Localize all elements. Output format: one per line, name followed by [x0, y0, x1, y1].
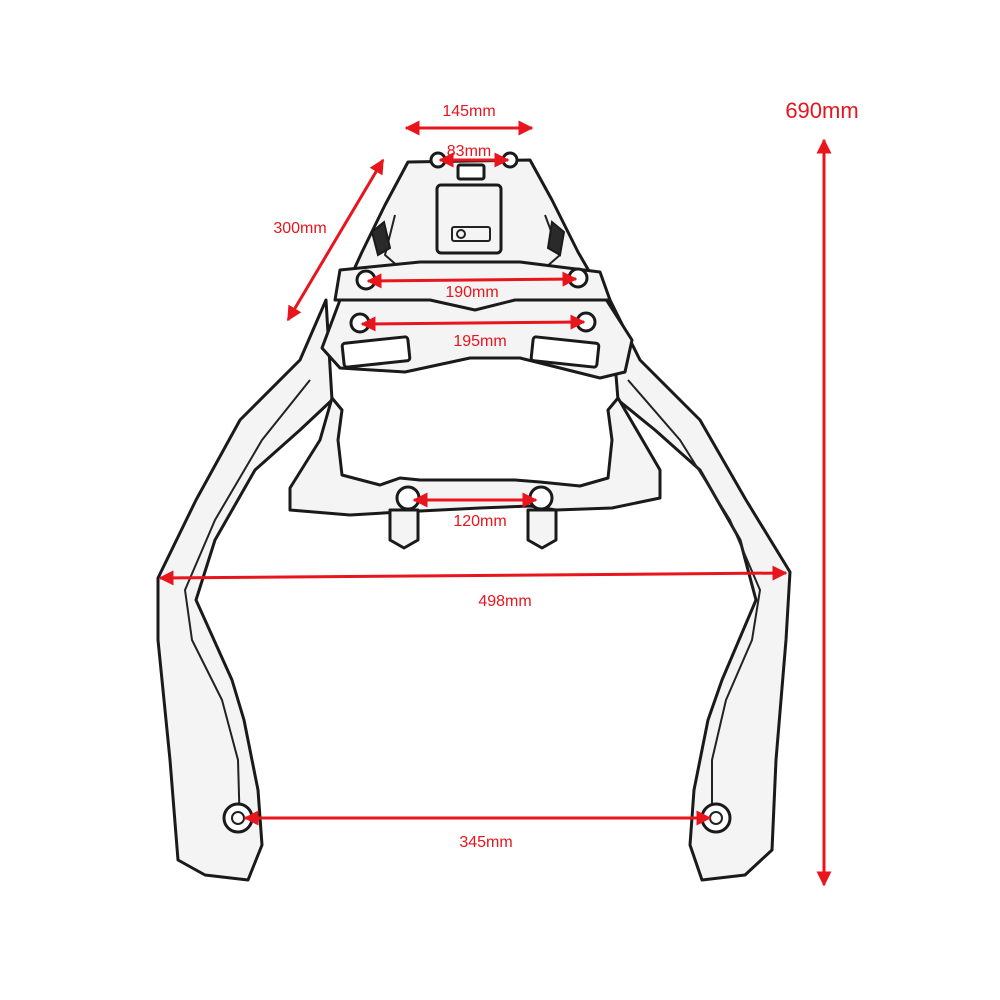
rack-top-slot-1 [456, 163, 486, 181]
rack-right-arm-inner-edge [627, 379, 761, 830]
rack-inner-loop [288, 396, 662, 517]
dimension-arrows [158, 120, 832, 887]
label-center-mount-spacing: 120mm [453, 513, 506, 530]
rack-left-arm [156, 298, 334, 882]
label-top-inner-width: 83mm [447, 143, 491, 160]
rack-center-tab-right [526, 508, 558, 550]
arrow-upper-mount-spacing [366, 271, 578, 289]
label-plate-length: 300mm [273, 220, 326, 237]
label-max-width: 498mm [478, 593, 531, 610]
rack-handle-slot-left [340, 335, 412, 369]
rack-handle-slot-right [529, 335, 601, 369]
rack-bolt-center-right [528, 485, 554, 511]
label-overall-height: 690mm [785, 98, 858, 123]
rack-right-arm [608, 298, 792, 882]
rack-bolt-center-left [395, 485, 421, 511]
rack-center-tab-left [388, 508, 420, 550]
rack-logo-icon [456, 229, 466, 239]
label-foot-mount-spacing: 345mm [459, 834, 512, 851]
label-top-plate-width: 145mm [442, 103, 495, 120]
arrow-max-width [158, 565, 788, 586]
label-upper-mount-spacing: 190mm [445, 284, 498, 301]
label-lower-mount-spacing: 195mm [453, 333, 506, 350]
rack-logo-plate [451, 226, 491, 242]
arrow-plate-length [286, 158, 385, 322]
rack-top-center-block [435, 183, 503, 255]
dimension-labels: 690mm 145mm 83mm 300mm 190mm 195mm 120mm… [273, 98, 858, 851]
rack-vent-right [546, 220, 566, 257]
rack-left-arm-inner-edge [184, 379, 311, 831]
arrow-lower-mount-spacing [360, 314, 586, 332]
